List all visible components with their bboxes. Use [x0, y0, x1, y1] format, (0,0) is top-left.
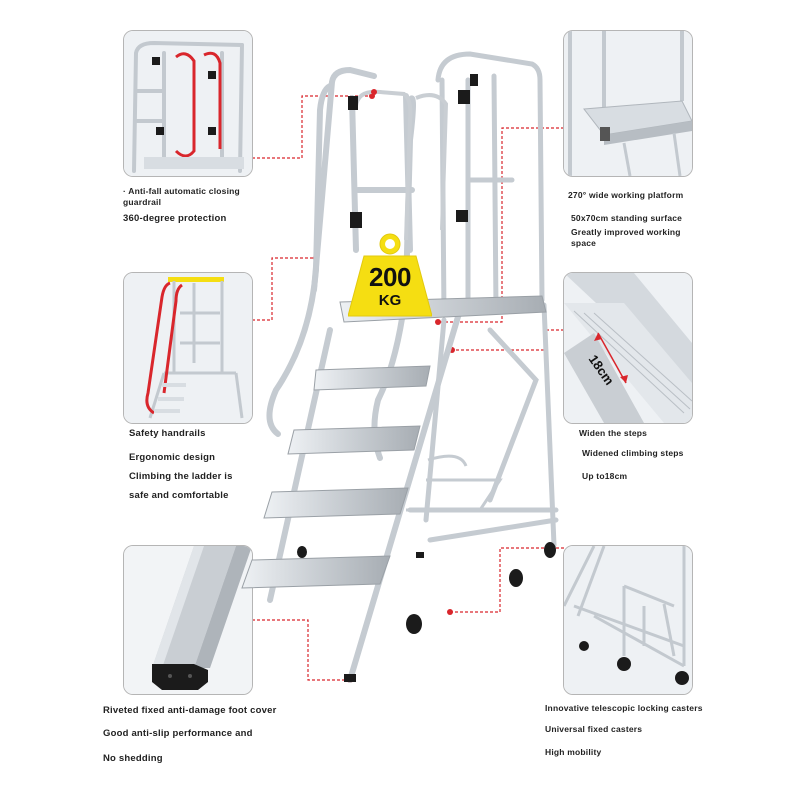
caster-detail-image	[563, 545, 693, 695]
handrail-caption-line4: safe and comfortable	[129, 490, 229, 501]
platform-detail-image	[563, 30, 693, 177]
platform-ladder-main-image: 200 KG	[230, 40, 570, 690]
guardrail-caption-line1: · Anti-fall automatic closing	[123, 186, 240, 196]
platform-caption-line4: space	[571, 238, 597, 248]
platform-caption-line1: 270° wide working platform	[568, 190, 684, 200]
foot-cover-detail-image	[123, 545, 253, 695]
foot-cover-caption-line2: Good anti-slip performance and	[103, 728, 253, 739]
handrail-detail-image	[123, 272, 253, 424]
caster-caption-line1: Innovative telescopic locking casters	[545, 703, 703, 713]
platform-caption-line3: Greatly improved working	[571, 227, 681, 237]
load-capacity-number: 200	[369, 262, 411, 292]
caster-caption-line2: Universal fixed casters	[545, 724, 643, 734]
steps-caption-line3: Up to18cm	[582, 471, 628, 481]
caster-caption-line3: High mobility	[545, 747, 602, 757]
handrail-caption-line1: Safety handrails	[129, 428, 206, 439]
platform-caption-line2: 50x70cm standing surface	[571, 213, 683, 223]
guardrail-caption-line2: guardrail	[123, 197, 162, 207]
foot-cover-caption-line3: No shedding	[103, 753, 163, 764]
steps-detail-image	[563, 272, 693, 424]
handrail-caption-line3: Climbing the ladder is	[129, 471, 233, 482]
steps-caption-line1: Widen the steps	[579, 428, 648, 438]
load-capacity-unit: KG	[378, 292, 402, 309]
foot-cover-caption-line1: Riveted fixed anti-damage foot cover	[103, 705, 277, 716]
handrail-caption-line2: Ergonomic design	[129, 452, 216, 463]
guardrail-caption-line3: 360-degree protection	[123, 213, 227, 224]
steps-caption-line2: Widened climbing steps	[582, 448, 684, 458]
guardrail-detail-image	[123, 30, 253, 177]
load-capacity-badge	[348, 233, 432, 317]
